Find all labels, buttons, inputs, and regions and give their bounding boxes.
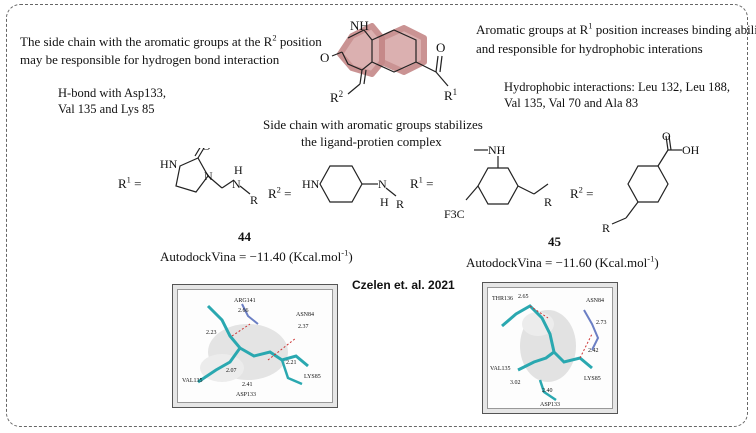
svg-text:3.02: 3.02: [510, 380, 521, 386]
hbond-note-line1: H-bond with Asp133,: [58, 86, 166, 100]
svg-text:O: O: [202, 148, 211, 153]
highlight-ring: [337, 23, 385, 77]
svg-text:2.41: 2.41: [242, 382, 253, 388]
docking-image-45: THR136 ASN84 VAL135 LYS85 ASP133 2.65 2.…: [482, 282, 618, 414]
svg-text:2.23: 2.23: [206, 330, 217, 336]
svg-text:ASN84: ASN84: [586, 298, 604, 304]
svg-text:VAL135: VAL135: [490, 366, 511, 372]
svg-text:LYS85: LYS85: [584, 376, 601, 382]
c44-r2-piperidine-structure: HN N H R: [302, 165, 404, 211]
svg-text:OH: OH: [682, 143, 700, 157]
docking-pose-44-render: ARG141 ASN84 VAL135 LYS85 ASP133 2.66 2.…: [182, 298, 321, 398]
svg-text:H: H: [380, 195, 389, 209]
svg-text:2.66: 2.66: [238, 308, 249, 314]
hydrophobic-note-line1: Hydrophobic interactions: Leu 132, Leu 1…: [504, 80, 730, 94]
svg-text:N: N: [378, 177, 387, 191]
dashed-frame: [6, 4, 748, 427]
c45-r2-benzoic-structure: O OH R: [602, 132, 700, 235]
center-note-line2: the ligand-protien complex: [301, 134, 442, 149]
citation: Czelen et. al. 2021: [352, 278, 455, 292]
svg-text:HN: HN: [302, 177, 320, 191]
scaffold-r2-label: R2: [330, 89, 343, 105]
svg-text:O: O: [662, 132, 671, 143]
hydrophobic-note-line2: Val 135, Val 70 and Ala 83: [504, 96, 639, 110]
docking-image-44: ARG141 ASN84 VAL135 LYS85 ASP133 2.66 2.…: [172, 284, 338, 408]
r2-sidechain-note-line2: may be responsible for hydrogen bond int…: [20, 52, 280, 67]
oxindole-scaffold-structure: NH O O R1 R2: [320, 18, 457, 105]
compound-45-number: 45: [548, 234, 561, 249]
scaffold-o-left-label: O: [320, 50, 329, 65]
svg-text:NH: NH: [488, 143, 506, 157]
scaffold-o-right-label: O: [436, 40, 445, 55]
compound-44-number: 44: [238, 229, 251, 244]
svg-text:F3C: F3C: [444, 207, 465, 221]
svg-text:ASP133: ASP133: [540, 402, 560, 408]
svg-text:H: H: [234, 163, 243, 177]
compound-45-score: AutodockVina = −11.60 (Kcal.mol-1): [466, 253, 659, 270]
svg-text:2.42: 2.42: [588, 348, 599, 354]
scaffold-nh-label: NH: [350, 18, 369, 33]
svg-text:2.07: 2.07: [226, 368, 237, 374]
svg-text:ARG141: ARG141: [234, 298, 256, 304]
hbond-note-line2: Val 135 and Lys 85: [58, 102, 155, 116]
svg-text:ASN84: ASN84: [296, 312, 314, 318]
svg-text:N: N: [204, 169, 213, 183]
c45-r2-label: R2 =: [570, 184, 594, 201]
svg-text:LYS85: LYS85: [304, 374, 321, 380]
svg-text:ASP133: ASP133: [236, 392, 256, 398]
svg-text:R: R: [396, 197, 404, 211]
c45-r1-aniline-structure: NH F3C R: [444, 143, 552, 221]
svg-text:2.21: 2.21: [286, 360, 297, 366]
svg-text:R: R: [544, 195, 552, 209]
scaffold-r1-label: R1: [444, 87, 457, 103]
r1-aromatic-note-line2: and responsible for hydrophobic interati…: [476, 41, 703, 56]
c44-r2-label: R2 =: [268, 184, 292, 201]
compound-44-score: AutodockVina = −11.40 (Kcal.mol-1): [160, 247, 353, 264]
c44-r1-label: R1 =: [118, 174, 142, 191]
svg-text:2.40: 2.40: [542, 388, 553, 394]
c44-r1-imidazolone-structure: HN O N H N R: [160, 148, 258, 207]
svg-text:THR136: THR136: [492, 296, 513, 302]
svg-text:2.73: 2.73: [596, 320, 607, 326]
r2-sidechain-note-line1: The side chain with the aromatic groups …: [20, 32, 322, 49]
svg-text:HN: HN: [160, 157, 178, 171]
docking-pose-45-render: THR136 ASN84 VAL135 LYS85 ASP133 2.65 2.…: [490, 294, 607, 408]
center-note-line1: Side chain with aromatic groups stabiliz…: [263, 117, 483, 132]
svg-text:2.65: 2.65: [518, 294, 529, 300]
c45-r1-label: R1 =: [410, 174, 434, 191]
r1-aromatic-note-line1: Aromatic groups at R1 position increases…: [476, 20, 756, 37]
svg-text:VAL135: VAL135: [182, 378, 203, 384]
svg-text:R: R: [602, 221, 610, 235]
svg-text:R: R: [250, 193, 258, 207]
svg-text:N: N: [232, 177, 241, 191]
svg-text:2.37: 2.37: [298, 324, 309, 330]
